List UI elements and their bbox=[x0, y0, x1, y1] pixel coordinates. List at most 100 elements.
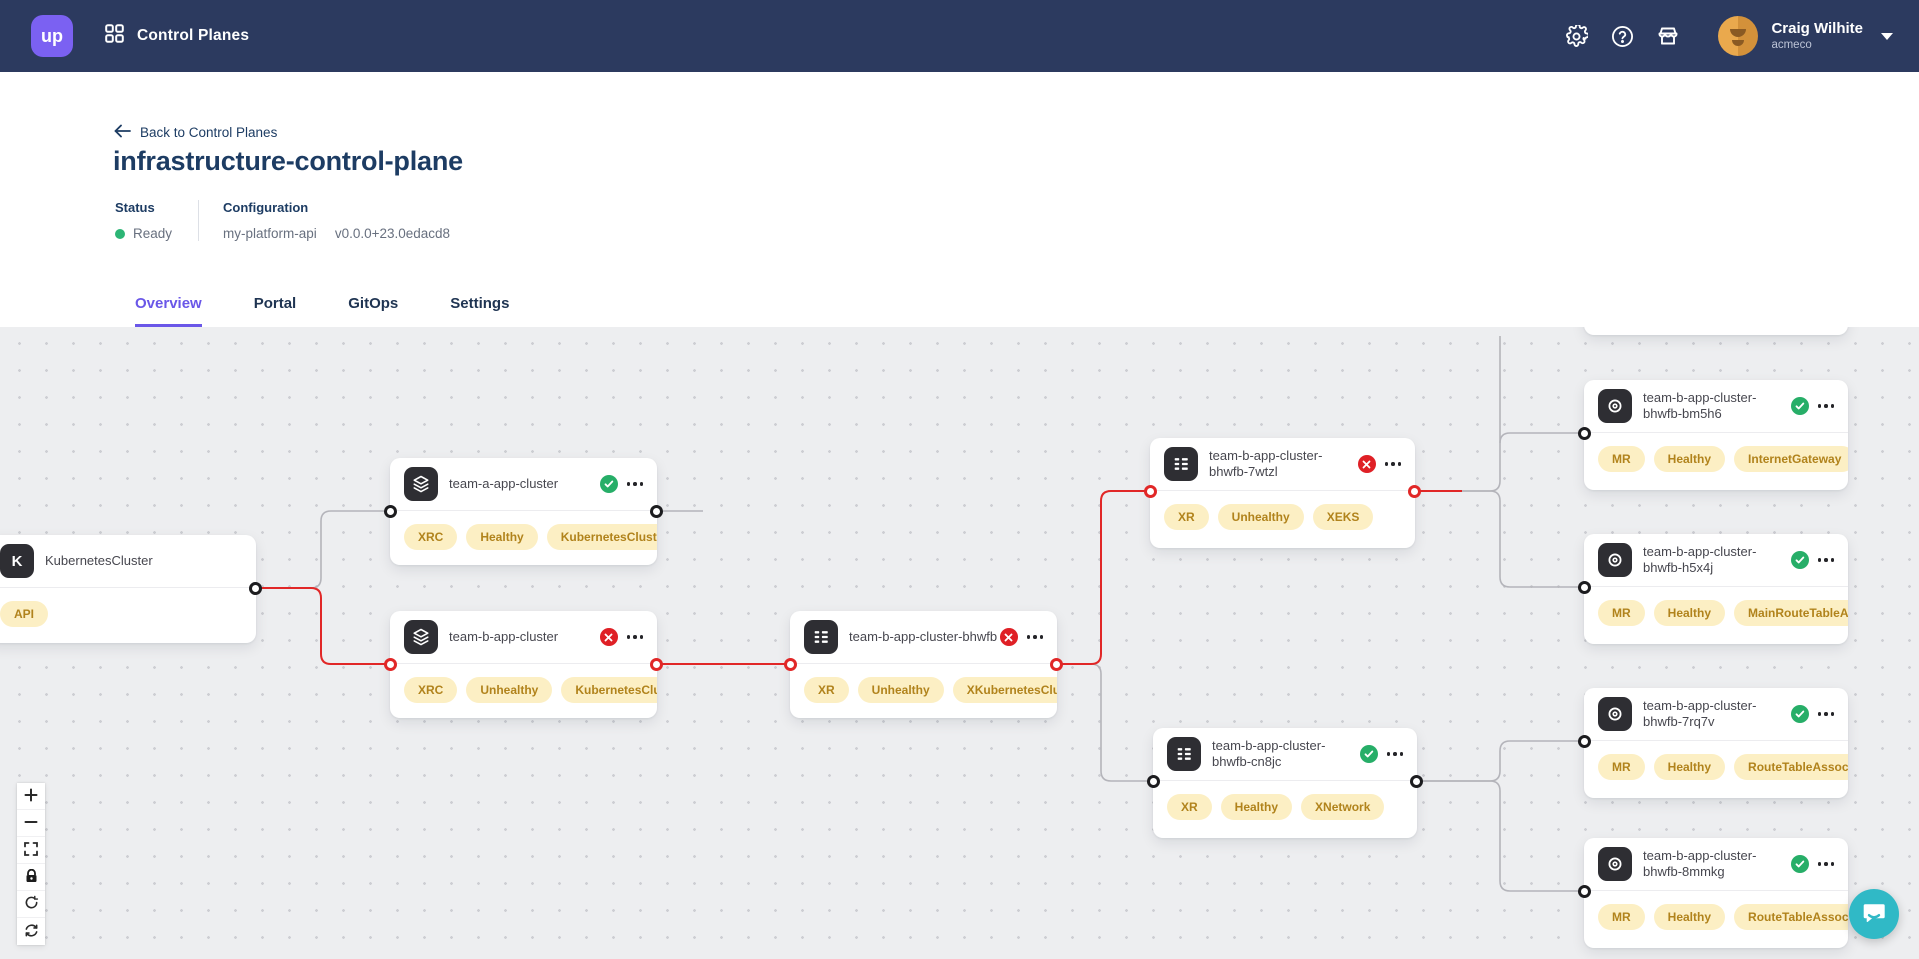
tab-bar: Overview Portal GitOps Settings bbox=[135, 295, 509, 327]
connection-handle-left[interactable] bbox=[1147, 775, 1160, 788]
settings-gear-icon[interactable] bbox=[1556, 16, 1596, 56]
zoom-in-icon bbox=[24, 788, 38, 805]
layers-icon bbox=[404, 467, 438, 501]
graph-edge bbox=[1417, 780, 1584, 892]
badge-xrc: XRC bbox=[404, 677, 458, 703]
user-org: acmeco bbox=[1771, 39, 1812, 51]
tab-overview[interactable]: Overview bbox=[135, 295, 202, 327]
sync-button[interactable] bbox=[17, 918, 45, 945]
node-label: team-b-app-cluster-bhwfb-8mmkg bbox=[1643, 847, 1757, 880]
node-menu-ellipsis[interactable] bbox=[1816, 706, 1837, 722]
healthy-check-icon bbox=[1790, 397, 1809, 415]
badge-healthy: Healthy bbox=[466, 524, 538, 550]
status-label: Status bbox=[115, 200, 155, 215]
graph-edge bbox=[1057, 490, 1150, 665]
badge-kubernetescluster: KubernetesCluster bbox=[546, 524, 657, 550]
fit-view-icon bbox=[24, 841, 38, 859]
marketplace-store-icon[interactable] bbox=[1648, 16, 1688, 56]
connection-handle-left[interactable] bbox=[1578, 885, 1591, 898]
user-menu[interactable]: Craig Wilhite acmeco bbox=[1718, 16, 1893, 56]
tab-gitops[interactable]: GitOps bbox=[348, 295, 399, 312]
help-icon[interactable] bbox=[1602, 16, 1642, 56]
configuration-version: v0.0.0+23.0edacd8 bbox=[334, 226, 451, 241]
connection-handle-left[interactable] bbox=[1144, 485, 1157, 498]
back-to-control-planes-link[interactable]: Back to Control Planes bbox=[114, 124, 277, 141]
node-badges: MRHealthyRouteTableAssociation bbox=[1584, 741, 1848, 793]
mr-circle-icon bbox=[1598, 697, 1632, 731]
connection-handle-left[interactable] bbox=[784, 658, 797, 671]
upbound-logo[interactable]: up bbox=[31, 15, 73, 57]
badge-xkubernetescluster: XKubernetesCluster bbox=[952, 677, 1057, 703]
badge-healthy: Healthy bbox=[1653, 754, 1726, 780]
graph-edge bbox=[1057, 663, 1153, 782]
healthy-check-icon bbox=[1790, 551, 1809, 569]
arrow-left-icon bbox=[114, 124, 131, 141]
zoom-out-icon bbox=[24, 815, 38, 832]
node-menu-ellipsis[interactable] bbox=[1025, 629, 1046, 645]
graph-edge bbox=[1415, 490, 1584, 588]
chat-launcher-button[interactable] bbox=[1849, 889, 1899, 939]
error-x-icon bbox=[599, 628, 618, 646]
node-partial-top-node[interactable] bbox=[1584, 327, 1848, 335]
configuration-label: Configuration bbox=[223, 200, 309, 215]
node-menu-ellipsis[interactable] bbox=[1385, 746, 1406, 762]
node-badges: XRCHealthyKubernetesCluster bbox=[390, 511, 657, 563]
node-menu-ellipsis[interactable] bbox=[625, 476, 646, 492]
connection-handle-right[interactable] bbox=[1410, 775, 1423, 788]
connection-handle-right[interactable] bbox=[650, 658, 663, 671]
connection-handle-left[interactable] bbox=[1578, 427, 1591, 440]
connection-handle-right[interactable] bbox=[1408, 485, 1421, 498]
tab-portal[interactable]: Portal bbox=[253, 295, 297, 312]
node-badges: MRHealthyMainRouteTableAssociation bbox=[1584, 587, 1848, 639]
node-label: team-a-app-cluster bbox=[449, 475, 559, 491]
refresh-button[interactable] bbox=[17, 891, 45, 918]
node-menu-ellipsis[interactable] bbox=[1816, 552, 1837, 568]
node-menu-ellipsis[interactable] bbox=[1816, 398, 1837, 414]
node-menu-ellipsis[interactable] bbox=[1383, 456, 1404, 472]
connection-handle-right[interactable] bbox=[249, 582, 262, 595]
mr-circle-icon bbox=[1598, 847, 1632, 881]
error-x-icon bbox=[1357, 455, 1376, 473]
graph-edge bbox=[1415, 432, 1584, 492]
node-label: team-b-app-cluster-bhwfb-bm5h6 bbox=[1643, 389, 1757, 422]
badge-healthy: Healthy bbox=[1220, 794, 1293, 820]
connection-handle-left[interactable] bbox=[384, 658, 397, 671]
tab-settings[interactable]: Settings bbox=[450, 295, 510, 312]
lock-button[interactable] bbox=[17, 864, 45, 891]
badge-xnetwork: XNetwork bbox=[1301, 794, 1385, 820]
zoom-in-button[interactable] bbox=[17, 783, 45, 810]
node-label: team-b-app-cluster-bhwfb-cn8jc bbox=[1212, 737, 1326, 770]
graph-edge bbox=[257, 587, 390, 665]
badge-mr: MR bbox=[1598, 754, 1645, 780]
xr-table-icon bbox=[1164, 447, 1198, 481]
mr-circle-icon bbox=[1598, 543, 1632, 577]
page-header: Back to Control Planes infrastructure-co… bbox=[0, 72, 1919, 327]
connection-handle-left[interactable] bbox=[1578, 735, 1591, 748]
connection-handle-right[interactable] bbox=[650, 505, 663, 518]
page-title: infrastructure-control-plane bbox=[113, 146, 463, 176]
node-menu-ellipsis[interactable] bbox=[1816, 856, 1837, 872]
connection-handle-left[interactable] bbox=[384, 505, 397, 518]
connection-handle-right[interactable] bbox=[1050, 658, 1063, 671]
fit-view-button[interactable] bbox=[17, 837, 45, 864]
app-title: Control Planes bbox=[137, 27, 250, 44]
node-menu-ellipsis[interactable] bbox=[625, 629, 646, 645]
node-badges: XRCUnhealthyKubernetesCluster bbox=[390, 664, 657, 716]
node-badges: API bbox=[0, 588, 256, 640]
zoom-out-button[interactable] bbox=[17, 810, 45, 837]
badge-healthy: Healthy bbox=[1653, 600, 1726, 626]
connection-handle-left[interactable] bbox=[1578, 581, 1591, 594]
